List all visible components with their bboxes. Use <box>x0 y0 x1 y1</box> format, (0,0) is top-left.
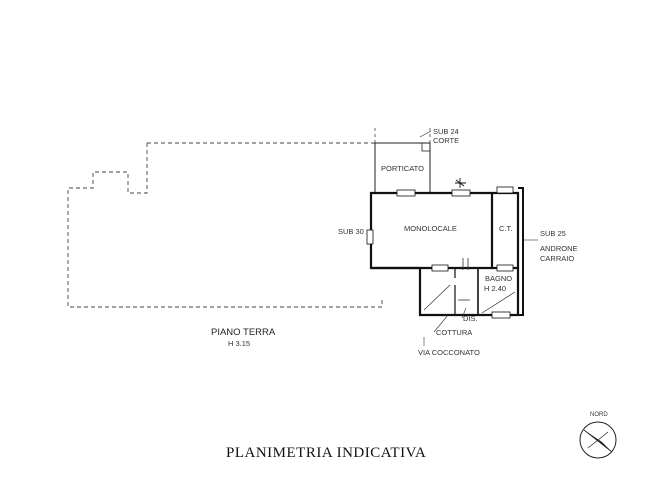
window-3 <box>431 264 449 272</box>
label-nord: NORD <box>590 412 608 418</box>
label-piano-terra: PIANO TERRA <box>211 327 276 338</box>
label-androne: ANDRONE <box>540 244 578 253</box>
window-side <box>366 229 374 245</box>
window-ct <box>496 186 514 194</box>
label-sub30: SUB 30 <box>338 227 364 236</box>
property-dashed-outline <box>67 142 383 308</box>
bagno-diagonal <box>481 291 516 314</box>
label-carraio: CARRAIO <box>540 254 574 263</box>
label-bagno-h: H 2.40 <box>484 284 506 293</box>
lower-annex-walls <box>418 268 520 317</box>
entrance-door-symbol <box>455 178 466 188</box>
label-cottura: COTTURA <box>436 328 472 337</box>
label-sub25: SUB 25 <box>540 229 566 238</box>
window-4 <box>496 264 514 272</box>
leader-cottura <box>433 314 449 333</box>
leader-sub24 <box>419 130 432 138</box>
window-1 <box>396 189 416 197</box>
window-5 <box>491 311 511 319</box>
drawing-title: PLANIMETRIA INDICATIVA <box>226 445 426 461</box>
label-sub24: SUB 24 <box>433 127 459 136</box>
cottura-diagonal <box>423 284 451 311</box>
label-dis: DIS. <box>463 314 478 323</box>
label-monolocale: MONOLOCALE <box>404 224 457 233</box>
label-via: VIA COCCONATO <box>418 348 480 357</box>
label-piano-h: H 3.15 <box>228 339 250 348</box>
label-corte: CORTE <box>433 136 459 145</box>
north-arrow-icon <box>579 421 617 459</box>
porticato-pillar <box>421 142 431 152</box>
label-porticato: PORTICATO <box>381 164 424 173</box>
leader-dis <box>461 307 467 319</box>
window-2 <box>451 189 471 197</box>
label-bagno: BAGNO <box>485 274 512 283</box>
androne-wall <box>518 187 524 316</box>
label-ct: C.T. <box>499 224 512 233</box>
